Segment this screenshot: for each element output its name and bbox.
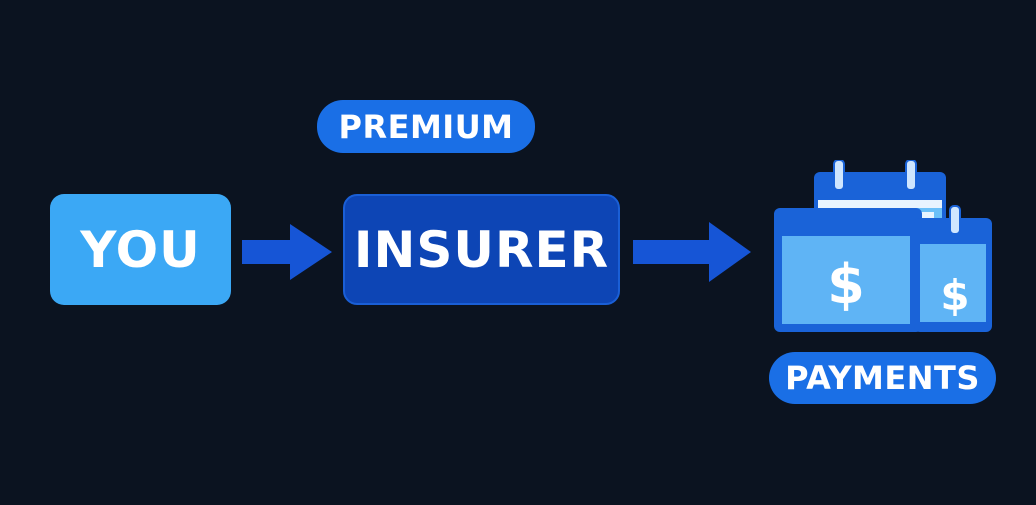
you-label: YOU xyxy=(80,220,201,279)
payments-label: PAYMENTS xyxy=(769,352,996,404)
you-node: YOU xyxy=(50,194,231,305)
calendar-dollar-icon: $ $ xyxy=(774,160,992,332)
arrow-right-icon xyxy=(633,222,751,282)
arrow-right-icon xyxy=(242,224,332,280)
premium-label: PREMIUM xyxy=(317,100,535,153)
svg-text:$: $ xyxy=(940,271,969,320)
svg-text:$: $ xyxy=(827,253,865,316)
insurer-node: INSURER xyxy=(343,194,620,305)
insurer-label: INSURER xyxy=(353,220,610,279)
